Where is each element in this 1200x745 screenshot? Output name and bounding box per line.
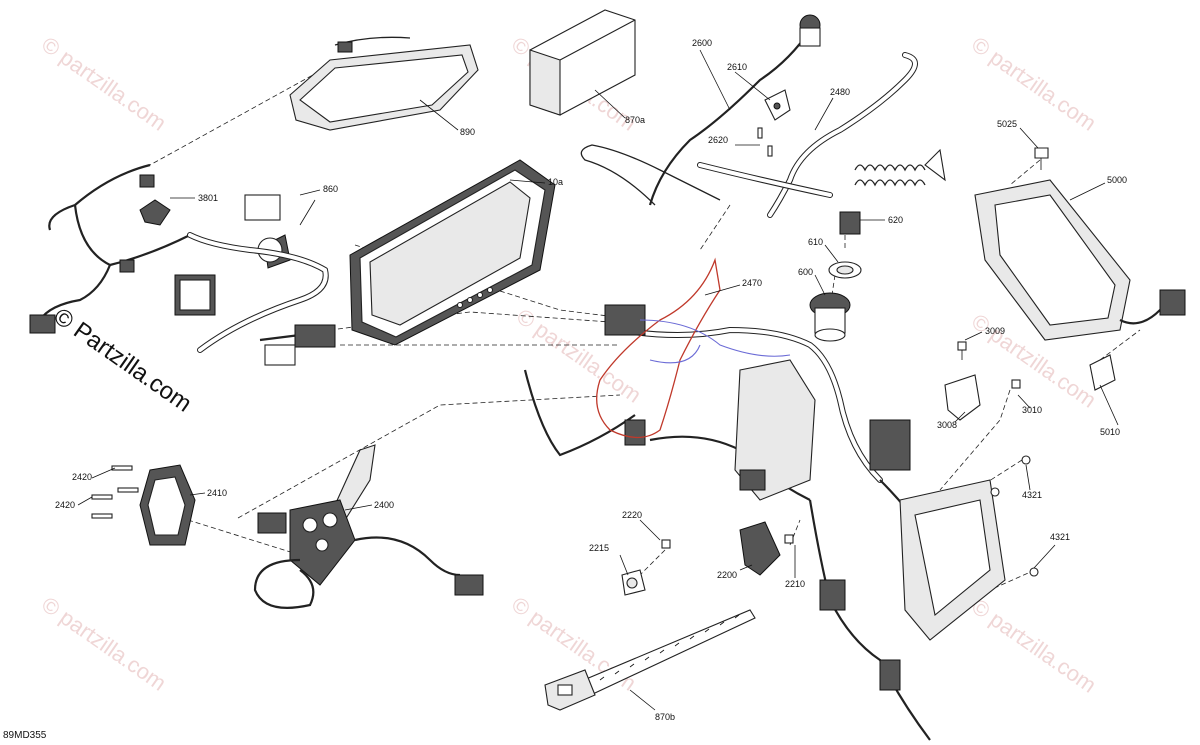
part-5010-bracket: [1089, 354, 1116, 391]
part-2420-screws: [91, 465, 139, 519]
part-10a-display: [349, 159, 556, 346]
label-3008: 3008: [937, 420, 957, 430]
leader-lines: [77, 49, 1119, 711]
part-3010-screw: [1011, 379, 1021, 389]
part-870b-strap: [544, 609, 756, 711]
label-3009: 3009: [985, 326, 1005, 336]
left-wiring-harness: [29, 163, 336, 366]
label-860: 860: [323, 184, 338, 194]
label-600: 600: [798, 267, 813, 277]
label-3801: 3801: [198, 193, 218, 203]
label-2420-upper: 2420: [72, 472, 92, 482]
label-2600: 2600: [692, 38, 712, 48]
watermark-bottom-left: © partzilla.com: [37, 592, 171, 696]
part-2610-clip: [764, 89, 791, 121]
part-2400-switch-assembly: [253, 444, 484, 609]
part-890-tray: [289, 36, 479, 131]
label-2610: 2610: [727, 62, 747, 72]
part-3009-screw: [957, 341, 967, 360]
label-2200: 2200: [717, 570, 737, 580]
watermark-top-left: © partzilla.com: [37, 32, 171, 136]
watermark-main: © Partzilla.com: [49, 303, 197, 418]
label-10a: 10a: [548, 177, 563, 187]
part-610-ring: [828, 261, 862, 279]
label-870b: 870b: [655, 712, 675, 722]
part-labels: 890 870a 2600 2610 2480 2620 3801 860 10…: [3, 38, 1127, 741]
part-4321-nuts: [990, 455, 1039, 577]
label-2420-lower: 2420: [55, 500, 75, 510]
part-2200-sensor: [739, 521, 781, 576]
label-610: 610: [808, 237, 823, 247]
label-4321-upper: 4321: [1022, 490, 1042, 500]
label-620: 620: [888, 215, 903, 225]
label-2410: 2410: [207, 488, 227, 498]
label-5010: 5010: [1100, 427, 1120, 437]
part-620-coil-lanyard: [839, 148, 946, 235]
part-2410-cover: [139, 464, 196, 546]
part-2215-sensor: [621, 569, 646, 596]
label-2470: 2470: [742, 278, 762, 288]
label-890: 890: [460, 127, 475, 137]
part-2620-pins: [757, 127, 773, 157]
part-600-switch: [809, 292, 851, 342]
label-2220: 2220: [622, 510, 642, 520]
watermark-bottom-right: © partzilla.com: [967, 594, 1101, 698]
part-2220-screw: [661, 539, 671, 549]
main-wiring-harness: [523, 304, 1006, 741]
part-5025-bolt: [1034, 147, 1049, 170]
part-2210-screw: [784, 534, 794, 544]
diagram-code: 89MD355: [3, 730, 47, 741]
part-2480-hose: [697, 52, 918, 218]
label-2400: 2400: [374, 500, 394, 510]
watermark-top-right: © partzilla.com: [967, 32, 1101, 136]
label-4321-lower: 4321: [1050, 532, 1070, 542]
label-3010: 3010: [1022, 405, 1042, 415]
label-2620: 2620: [708, 135, 728, 145]
label-2480: 2480: [830, 87, 850, 97]
part-2470-harness-highlight: [596, 257, 791, 439]
label-5025: 5025: [997, 119, 1017, 129]
part-2600-cable: [580, 14, 821, 206]
part-3008-bracket: [944, 374, 981, 421]
label-2215: 2215: [589, 543, 609, 553]
part-5000-module: [974, 179, 1186, 341]
part-870a-foam-block: [529, 9, 636, 116]
part-3801-connector: [139, 199, 171, 226]
label-2210: 2210: [785, 579, 805, 589]
label-5000: 5000: [1107, 175, 1127, 185]
label-870a: 870a: [625, 115, 645, 125]
